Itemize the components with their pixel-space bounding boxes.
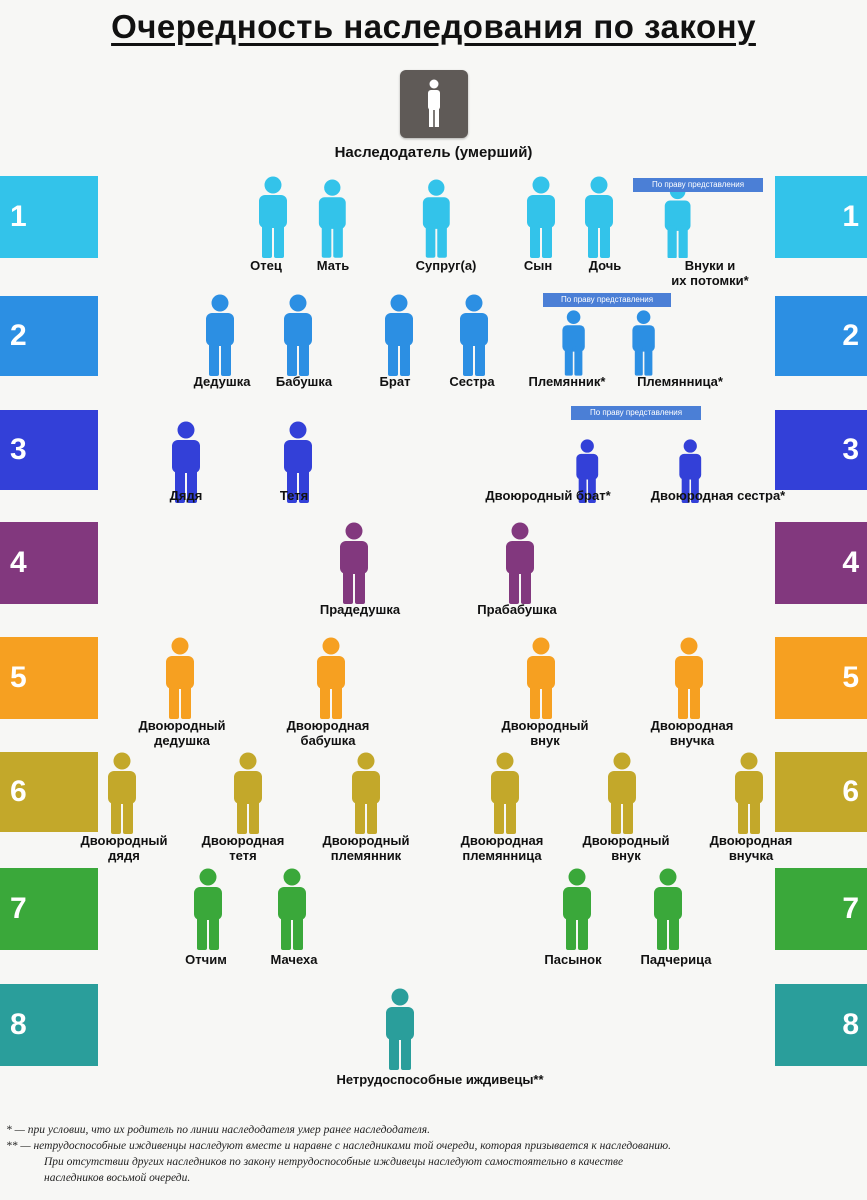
heir-label: Дочь xyxy=(588,258,622,273)
heir-label: Двоюродная племянница xyxy=(460,833,544,863)
heir-label: Брат xyxy=(379,374,411,389)
footnote-2-cont: При отсутствии других наследников по зак… xyxy=(44,1156,624,1168)
person-icon xyxy=(420,179,453,263)
person-icon xyxy=(337,522,371,609)
tier-badge-left-8: 8 xyxy=(0,984,98,1066)
heir-label: Бабушка xyxy=(275,374,333,389)
tier-badge-left-1: 1 xyxy=(0,176,98,258)
footnote-2-cont-2: наследников восьмой очереди. xyxy=(44,1172,191,1184)
heir-label: Прадедушка xyxy=(319,602,401,617)
tier-badge-right-5: 5 xyxy=(775,637,867,719)
person-icon xyxy=(231,752,265,839)
person-icon xyxy=(163,637,197,724)
person-icon xyxy=(605,752,639,839)
heir-label: Двоюродная внучка xyxy=(650,718,734,748)
heir-label: Двоюродная внучка xyxy=(709,833,793,863)
person-icon xyxy=(256,176,290,263)
heir-label: Пасынок xyxy=(544,952,602,967)
heir-label: Мачеха xyxy=(270,952,318,967)
heir-label: Мать xyxy=(316,258,350,273)
person-icon xyxy=(457,294,491,381)
heir-label: Двоюродная бабушка xyxy=(286,718,370,748)
heir-label: Внуки и их потомки* xyxy=(671,258,749,288)
tier-badge-right-8: 8 xyxy=(775,984,867,1066)
footnotes: * — при условии, что их родитель по лини… xyxy=(6,1122,866,1186)
tier-badge-left-3: 3 xyxy=(0,410,98,490)
tier-badge-left-7: 7 xyxy=(0,868,98,950)
person-icon xyxy=(105,752,139,839)
heir-label: Двоюродная тетя xyxy=(201,833,285,863)
tier-badge-left-2: 2 xyxy=(0,296,98,376)
person-icon xyxy=(503,522,537,609)
representation-tag: По праву представления xyxy=(571,406,701,420)
tier-badge-left-4: 4 xyxy=(0,522,98,604)
person-icon xyxy=(560,868,594,955)
person-icon xyxy=(651,868,685,955)
person-icon xyxy=(275,868,309,955)
heir-label: Тетя xyxy=(279,488,309,503)
tier-badge-left-6: 6 xyxy=(0,752,98,832)
tier-badge-right-1: 1 xyxy=(775,176,867,258)
heir-label: Двоюродный племянник xyxy=(322,833,410,863)
testator-icon xyxy=(400,70,468,138)
person-icon xyxy=(574,439,601,508)
heir-label: Дедушка xyxy=(193,374,251,389)
person-icon xyxy=(383,988,417,1075)
person-icon xyxy=(316,179,349,263)
tier-badge-left-5: 5 xyxy=(0,637,98,719)
representation-tag: По праву представления xyxy=(633,178,763,192)
tier-badge-right-7: 7 xyxy=(775,868,867,950)
person-icon xyxy=(382,294,416,381)
footnote-2: ** — нетрудоспособные иждивенцы наследую… xyxy=(6,1140,672,1152)
person-icon xyxy=(677,439,704,508)
tier-badge-right-4: 4 xyxy=(775,522,867,604)
page-title: Очередность наследования по закону xyxy=(111,8,756,45)
person-icon xyxy=(732,752,766,839)
heir-label: Сын xyxy=(523,258,553,273)
person-icon xyxy=(662,183,693,263)
heir-label: Племянница* xyxy=(637,374,723,389)
heir-label: Племянник* xyxy=(528,374,606,389)
footnote-1: * — при условии, что их родитель по лини… xyxy=(6,1124,430,1136)
tier-badge-right-6: 6 xyxy=(775,752,867,832)
heir-label: Супруг(а) xyxy=(415,258,477,273)
heir-label: Отчим xyxy=(185,952,227,967)
person-icon xyxy=(630,310,657,381)
person-icon xyxy=(191,868,225,955)
representation-tag: По праву представления xyxy=(543,293,671,307)
person-icon xyxy=(203,294,237,381)
heir-label: Нетрудоспособные иждивецы** xyxy=(336,1072,544,1087)
person-icon xyxy=(524,176,558,263)
heir-label: Отец xyxy=(250,258,282,273)
person-icon xyxy=(524,637,558,724)
heir-label: Прабабушка xyxy=(477,602,557,617)
person-icon xyxy=(349,752,383,839)
person-icon xyxy=(672,637,706,724)
heir-label: Двоюродный дедушка xyxy=(138,718,226,748)
person-icon xyxy=(281,294,315,381)
person-icon xyxy=(281,421,315,508)
heir-label: Двоюродный внук xyxy=(501,718,589,748)
heir-label: Двоюродный внук xyxy=(582,833,670,863)
person-icon xyxy=(582,176,616,263)
heir-label: Двоюродный дядя xyxy=(80,833,168,863)
heir-label: Сестра xyxy=(449,374,495,389)
heir-label: Двоюродная сестра* xyxy=(650,488,786,503)
person-icon xyxy=(314,637,348,724)
person-icon xyxy=(560,310,587,381)
person-icon xyxy=(488,752,522,839)
person-icon xyxy=(169,421,203,508)
tier-badge-right-3: 3 xyxy=(775,410,867,490)
heir-label: Дядя xyxy=(169,488,203,503)
tier-badge-right-2: 2 xyxy=(775,296,867,376)
heir-label: Падчерица xyxy=(640,952,712,967)
heir-label: Двоюродный брат* xyxy=(485,488,611,503)
testator-label: Наследодатель (умерший) xyxy=(334,144,533,161)
